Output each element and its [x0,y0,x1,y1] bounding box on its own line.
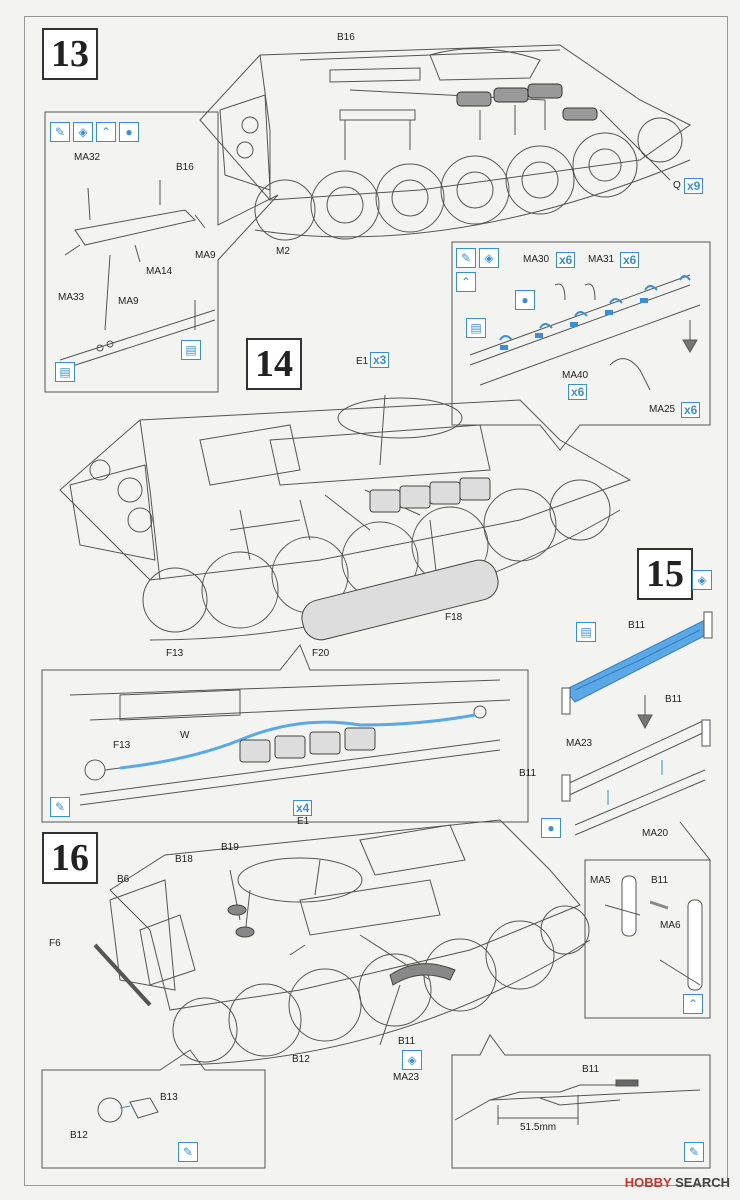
step14-detail-callout [41,644,529,823]
label-f18: F18 [445,612,463,623]
label-b11-15b: B11 [665,694,683,705]
label-b6: B6 [117,874,130,885]
label-b19: B19 [221,842,239,853]
label-b13: B13 [160,1092,178,1103]
label-b11-15a: B11 [628,620,646,631]
label-ma30: MA30 [523,254,550,265]
both-sides-icon: ◈ [479,248,499,268]
label-ma23-15: MA23 [566,738,593,749]
photo-etch-icon: ▤ [576,622,596,642]
step-15-number: 15 [637,548,693,600]
step16-measure-callout [451,1034,711,1169]
label-ma32: MA32 [74,152,101,163]
label-ma31: MA31 [588,254,615,265]
label-b11-detail: B11 [582,1064,600,1075]
watermark-brand: HOBBY [624,1175,672,1190]
label-b12: B12 [292,1054,310,1065]
label-f13: F13 [166,648,184,659]
qty-e1-14: x3 [370,352,390,368]
both-sides-icon: ◈ [692,570,712,590]
step-13-number: 13 [42,28,98,80]
label-b16-inset: B16 [176,162,194,173]
label-w: W [180,730,190,741]
glue-icon: ✎ [50,122,70,142]
label-ma9-b: MA9 [118,296,139,307]
step-14-number: 14 [246,338,302,390]
label-ma25: MA25 [649,404,676,415]
bend-icon: ⌃ [456,272,476,292]
label-e1-16: E1 [297,816,310,827]
step15-fender-assembly [561,611,713,1019]
label-ma33: MA33 [58,292,85,303]
dimension-51-5mm: 51.5mm [520,1122,557,1133]
photo-etch-icon: ▤ [181,340,201,360]
paint-icon: ● [119,122,139,142]
label-b16-top: B16 [337,32,355,43]
label-ma14: MA14 [146,266,173,277]
label-b11-15d: B11 [651,875,669,886]
qty-ma40: x6 [568,384,588,400]
glue-icon: ✎ [50,797,70,817]
label-e1-14: E1 [356,356,369,367]
label-q: Q [673,180,681,191]
step-16-number: 16 [42,832,98,884]
glue-icon: ✎ [684,1142,704,1162]
label-m2: M2 [276,246,290,257]
label-b12-detail: B12 [70,1130,88,1141]
bend-icon: ⌃ [683,994,703,1014]
label-ma5: MA5 [590,875,611,886]
paint-icon: ● [515,290,535,310]
qty-q: x9 [684,178,704,194]
glue-icon: ✎ [178,1142,198,1162]
step13-tank-hull [199,44,691,241]
qty-ma31: x6 [620,252,640,268]
step16-headlight-callout [41,1049,266,1169]
step13-inset-callout [44,111,279,393]
instruction-frame [24,16,728,1186]
glue-icon: ✎ [456,248,476,268]
label-ma20: MA20 [642,828,669,839]
qty-e1-16: x4 [293,800,313,816]
watermark-rest: SEARCH [675,1175,730,1190]
paint-icon: ● [541,818,561,838]
step13-inset-parts [59,180,216,371]
label-ma9-a: MA9 [195,250,216,261]
label-ma6: MA6 [660,920,681,931]
label-f20: F20 [312,648,330,659]
label-f13-detail: F13 [113,740,131,751]
step14-tank-hull [59,394,632,641]
step13-right-inset [451,241,711,451]
both-sides-icon: ◈ [73,122,93,142]
label-ma23-16: MA23 [393,1072,420,1083]
photo-etch-icon: ▤ [55,362,75,382]
qty-ma30: x6 [556,252,576,268]
bend-icon: ⌃ [96,122,116,142]
label-f6: F6 [49,938,61,949]
label-b11-16: B11 [398,1036,416,1047]
step16-tank-hull [93,819,591,1066]
label-b11-15c: B11 [519,768,537,779]
qty-ma25: x6 [681,402,701,418]
label-b18: B18 [175,854,193,865]
both-sides-icon: ◈ [402,1050,422,1070]
photo-etch-icon: ▤ [466,318,486,338]
label-ma40: MA40 [562,370,589,381]
watermark: HOBBY SEARCH [625,1175,730,1190]
